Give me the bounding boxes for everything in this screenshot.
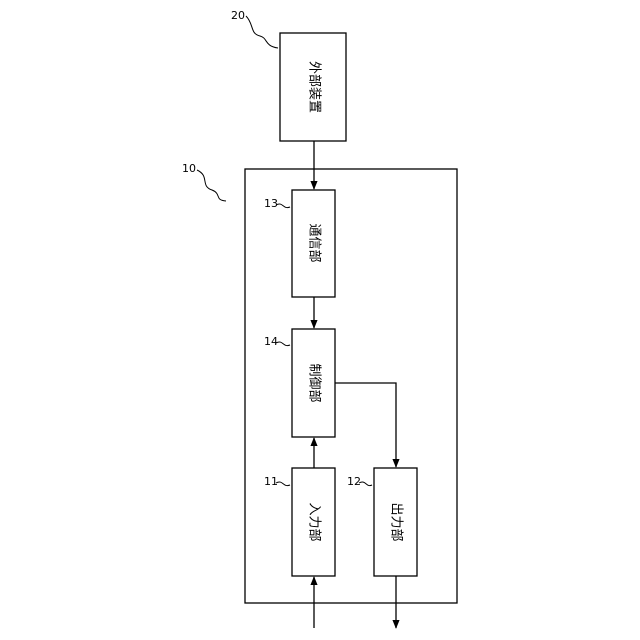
- ref-10: 10: [182, 162, 226, 201]
- ref-20-label: 20: [231, 9, 245, 22]
- device-frame: [245, 169, 457, 603]
- input-unit-block: 入力部: [292, 468, 335, 576]
- external-device-label: 外部装置: [307, 61, 322, 113]
- ref-20: 20: [231, 9, 278, 48]
- control-unit-block: 制御部: [292, 329, 335, 437]
- external-device-block: 外部装置: [280, 33, 346, 141]
- communication-unit-block: 通信部: [292, 190, 335, 297]
- output-unit-block: 出力部: [374, 468, 417, 576]
- input-unit-label: 入力部: [307, 502, 322, 541]
- ref-12-label: 12: [347, 475, 361, 488]
- ref-14-label: 14: [264, 335, 278, 348]
- ref-13-label: 13: [264, 197, 278, 210]
- ref-11-label: 11: [264, 475, 278, 488]
- output-unit-label: 出力部: [389, 502, 404, 541]
- communication-unit-label: 通信部: [307, 223, 322, 262]
- ref-10-label: 10: [182, 162, 196, 175]
- control-unit-label: 制御部: [307, 363, 322, 402]
